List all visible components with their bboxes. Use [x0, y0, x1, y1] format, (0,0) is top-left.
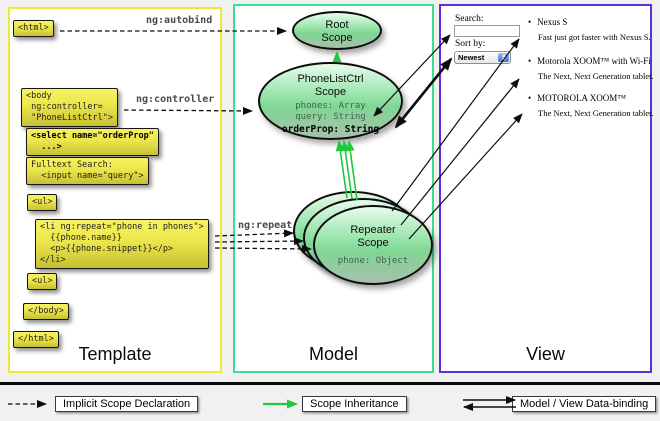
- code-fulltext-search: Fulltext Search: <input name="query">: [26, 157, 149, 185]
- phone-name-line: • Nexus S: [528, 17, 658, 27]
- root-scope-title: Root Scope: [321, 19, 353, 44]
- up-arrow-icon: [501, 54, 506, 57]
- search-label: Search:: [455, 14, 484, 24]
- view-panel-label: View: [526, 344, 565, 364]
- bullet-icon: •: [528, 17, 532, 27]
- sort-select[interactable]: Newest: [454, 51, 511, 64]
- phone-name-line: • MOTOROLA XOOM™: [528, 93, 658, 103]
- repeater-scope-prop: phone: Object: [337, 256, 409, 266]
- search-input[interactable]: [454, 25, 520, 37]
- ng-repeat-label: ng:repeat: [238, 220, 293, 231]
- phone-list-item: • Nexus S Fast just got faster with Nexus…: [528, 17, 658, 42]
- phonelistctrl-scope-orderprop: orderProp: String: [281, 123, 380, 135]
- ng-controller-label: ng:controller: [136, 94, 215, 105]
- code-li-repeat: <li ng:repeat="phone in phones"> {{phone…: [35, 219, 209, 269]
- repeater-scope-title: Repeater Scope: [350, 224, 396, 249]
- phone-list-item: • MOTOROLA XOOM™ The Next, Next Generatio…: [528, 93, 658, 118]
- legend-scope-inheritance: Scope Inheritance: [302, 396, 407, 412]
- phone-desc: The Next, Next Generation tablet.: [538, 71, 654, 81]
- phone-list-item: • Motorola XOOM™ with Wi-Fi The Next, Nex…: [528, 56, 658, 81]
- phone-desc: Fast just got faster with Nexus S.: [538, 32, 651, 42]
- phone-name: MOTOROLA XOOM™: [537, 93, 627, 103]
- repeater-scope-ellipse: Repeater Scope phone: Object: [313, 205, 433, 285]
- legend-data-binding: Model / View Data-binding: [512, 396, 657, 412]
- ng-autobind-label: ng:autobind: [146, 15, 213, 26]
- phonelistctrl-scope-title: PhoneListCtrl Scope: [297, 73, 364, 98]
- model-panel-label: Model: [308, 344, 359, 364]
- bullet-icon: •: [528, 56, 532, 66]
- phonelistctrl-scope-ellipse: PhoneListCtrl Scope phones: Array query:…: [258, 62, 403, 140]
- bullet-icon: •: [528, 93, 532, 103]
- model-panel: [233, 4, 434, 373]
- legend-separator: [0, 382, 660, 385]
- phonelistctrl-scope-props: phones: Array query: String: [295, 101, 366, 122]
- code-ul-close: <ul>: [27, 273, 58, 290]
- code-body-close: </body>: [23, 303, 69, 320]
- select-stepper-icon: [498, 53, 509, 62]
- template-panel-label: Template: [78, 344, 152, 364]
- code-ul-open: <ul>: [27, 194, 58, 211]
- sort-by-label: Sort by:: [455, 39, 486, 49]
- phone-name: Nexus S: [537, 17, 568, 27]
- sort-select-value: Newest: [458, 53, 485, 62]
- phone-desc: The Next, Next Generation tablet.: [538, 108, 654, 118]
- code-select: <select name="orderProp" ...>: [26, 128, 159, 156]
- legend-implicit-scope: Implicit Scope Declaration: [55, 396, 199, 412]
- code-html-close: </html>: [13, 331, 59, 348]
- down-arrow-icon: [501, 58, 506, 61]
- code-body-open: <body ng:controller= "PhoneListCtrl">: [21, 88, 118, 127]
- root-scope-ellipse: Root Scope: [292, 11, 382, 50]
- phone-name-line: • Motorola XOOM™ with Wi-Fi: [528, 56, 658, 66]
- phone-name: Motorola XOOM™ with Wi-Fi: [537, 56, 651, 66]
- code-html-open: <html>: [13, 20, 54, 37]
